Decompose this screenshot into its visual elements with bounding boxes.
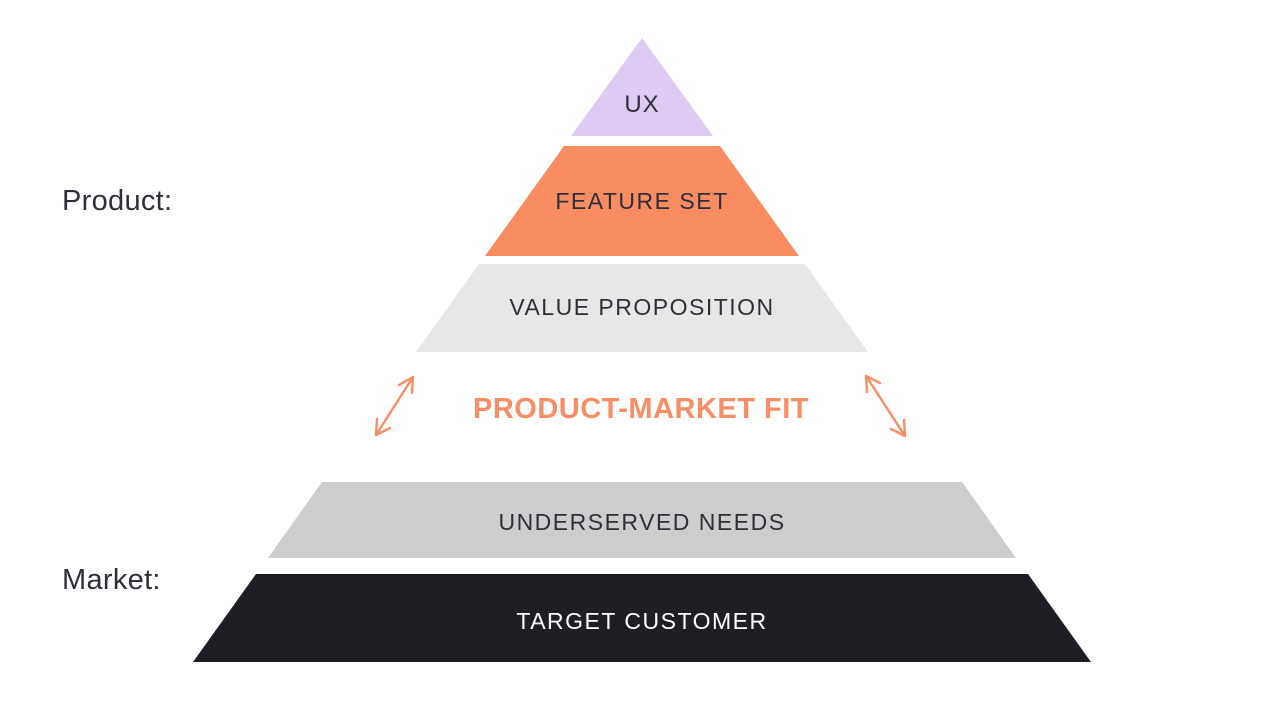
pyramid-layer-target-customer bbox=[193, 574, 1091, 662]
ux-label: UX bbox=[624, 91, 659, 118]
pyramid-layer-underserved-needs bbox=[268, 482, 1016, 558]
value-proposition-label: VALUE PROPOSITION bbox=[509, 294, 774, 320]
target-customer-label: TARGET CUSTOMER bbox=[516, 608, 767, 634]
pyramid-layer-feature-set bbox=[485, 146, 799, 256]
market-section-label: Market: bbox=[62, 564, 161, 596]
pyramid-layer-ux bbox=[571, 38, 713, 136]
pmf-double-arrow-right-icon bbox=[864, 374, 907, 438]
feature-set-label: FEATURE SET bbox=[555, 188, 728, 214]
product-section-label: Product: bbox=[62, 185, 172, 217]
pmf-double-arrow-left-icon bbox=[374, 375, 415, 437]
underserved-needs-label: UNDERSERVED NEEDS bbox=[498, 509, 785, 535]
product-market-fit-label: PRODUCT-MARKET FIT bbox=[473, 393, 809, 425]
pyramid-layer-value-proposition bbox=[416, 264, 868, 352]
